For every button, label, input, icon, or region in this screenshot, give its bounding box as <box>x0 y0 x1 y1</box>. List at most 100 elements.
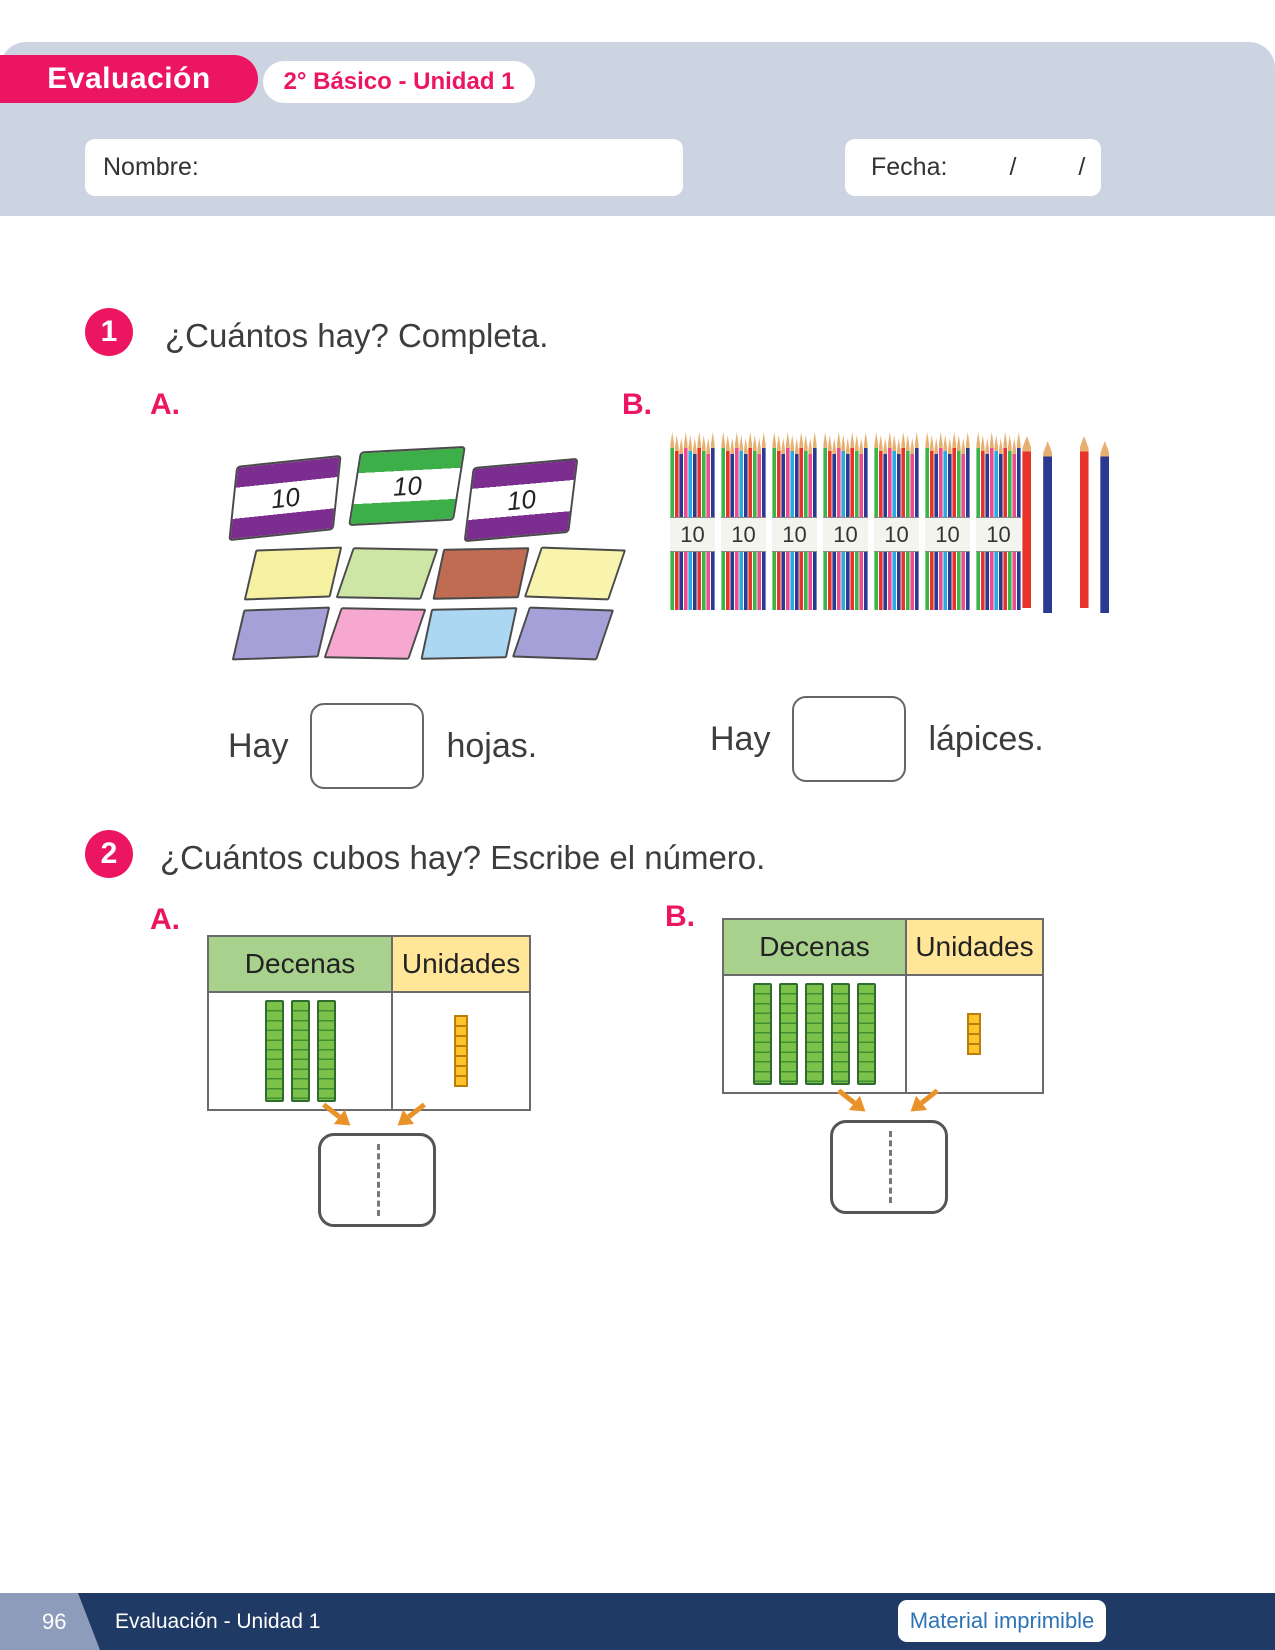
q2-part-b-label: B. <box>665 900 695 933</box>
question-1-number: 1 <box>85 308 133 356</box>
paper-sheet <box>323 607 427 660</box>
pack-count-label: 10 <box>391 469 423 502</box>
paper-sheet <box>432 547 530 600</box>
loose-pencils <box>1022 436 1110 613</box>
paper-sheet <box>243 546 343 601</box>
tens-rod <box>804 983 824 1085</box>
page-number-chip: 96 <box>0 1593 100 1650</box>
pencil-bundle: 10 <box>823 432 868 610</box>
footer: 96 Evaluación - Unidad 1 Material imprim… <box>0 1593 1275 1650</box>
arrow-down-right-icon <box>837 1088 866 1112</box>
q1a-answer-suffix: hojas. <box>446 726 538 765</box>
pencil-bundle: 10 <box>721 432 766 610</box>
pencil-bundle: 10 <box>976 432 1021 610</box>
bundle-count-label: 10 <box>721 517 766 553</box>
paper-pack: 10 <box>348 445 466 527</box>
date-label: Fecha: <box>871 153 948 181</box>
bundle-count-label: 10 <box>925 517 970 553</box>
q1a-answer-line: Hay hojas. <box>228 703 537 789</box>
q1b-answer-suffix: lápices. <box>928 719 1044 758</box>
name-label: Nombre: <box>103 153 199 181</box>
q1a-answer-prefix: Hay <box>228 726 289 765</box>
tens-rod <box>752 983 772 1085</box>
paper-pack: 10 <box>228 454 342 542</box>
question-2-digit: 2 <box>100 837 118 870</box>
place-value-table-b: Decenas Unidades <box>722 918 1044 1094</box>
pencil <box>1022 436 1032 608</box>
tens-rod <box>778 983 798 1085</box>
paper-sheet <box>420 607 518 660</box>
q1a-answer-box[interactable] <box>310 703 425 789</box>
arrow-down-right-icon <box>322 1102 351 1126</box>
tens-rod <box>830 983 850 1085</box>
tens-rod <box>264 1000 284 1102</box>
arrow-down-left-icon <box>910 1088 939 1112</box>
pv-b-tens <box>724 976 907 1092</box>
grade-unit-label: 2° Básico - Unidad 1 <box>283 68 515 95</box>
pencil-bundle: 10 <box>925 432 970 610</box>
tens-rod <box>316 1000 336 1102</box>
material-pill: Material imprimible <box>898 1600 1106 1642</box>
bundle-count-label: 10 <box>670 517 715 553</box>
question-2-prompt: ¿Cuántos cubos hay? Escribe el número. <box>160 839 766 876</box>
date-separator: / <box>1078 153 1086 181</box>
bundle-count-label: 10 <box>823 517 868 553</box>
q1b-answer-box[interactable] <box>792 696 907 782</box>
q2b-answer-box[interactable] <box>830 1120 948 1214</box>
pv-a-units-header: Unidades <box>393 937 529 991</box>
pv-a-body <box>209 993 529 1109</box>
pv-b-units-header: Unidades <box>906 920 1042 974</box>
paper-sheet <box>523 546 627 601</box>
bundle-count-label: 10 <box>976 517 1021 553</box>
q1b-answer-line: Hay lápices. <box>710 696 1044 782</box>
unit-cube-column <box>454 1015 469 1087</box>
q2a-answer-box[interactable] <box>318 1133 436 1227</box>
pencil <box>1100 441 1110 613</box>
pv-b-units <box>907 976 1042 1092</box>
unit-cube <box>454 1075 469 1087</box>
q1-part-a-label: A. <box>150 388 180 421</box>
unit-cube-column <box>967 1013 982 1055</box>
evaluation-banner: Evaluación <box>0 55 258 103</box>
name-field[interactable]: Nombre: <box>85 139 683 196</box>
pack-count-label: 10 <box>505 483 537 516</box>
bundle-count-label: 10 <box>874 517 919 553</box>
pencil-bundle: 10 <box>772 432 817 610</box>
paper-sheet <box>231 606 331 661</box>
q2-part-a-label: A. <box>150 903 180 936</box>
q1-part-b-label: B. <box>622 388 652 421</box>
q1b-answer-prefix: Hay <box>710 719 771 758</box>
date-field[interactable]: Fecha: / / <box>845 139 1101 196</box>
grade-unit-pill: 2° Básico - Unidad 1 <box>263 61 535 103</box>
tens-rod <box>856 983 876 1085</box>
bundle-count-label: 10 <box>772 517 817 553</box>
paper-sheet <box>511 606 615 661</box>
date-separator: / <box>1009 153 1017 181</box>
pv-b-body <box>724 976 1042 1092</box>
paper-sheet <box>335 547 439 600</box>
unit-cube <box>967 1043 982 1055</box>
material-label: Material imprimible <box>909 1608 1095 1633</box>
arrow-down-left-icon <box>397 1102 426 1126</box>
pv-a-header: Decenas Unidades <box>209 937 529 993</box>
pv-b-header: Decenas Unidades <box>724 920 1042 976</box>
question-1-prompt: ¿Cuántos hay? Completa. <box>165 317 549 354</box>
sheets-row2 <box>231 606 615 661</box>
pencil <box>1043 441 1053 613</box>
pv-a-tens-header: Decenas <box>209 937 394 991</box>
sheets-row1 <box>243 546 627 601</box>
pv-a-units <box>393 993 529 1109</box>
footer-section-label: Evaluación - Unidad 1 <box>115 1609 321 1633</box>
pencil-bundle: 10 <box>670 432 715 610</box>
pack-count-label: 10 <box>268 481 301 514</box>
banner-title: Evaluación <box>47 62 211 95</box>
pencil-bundle: 10 <box>874 432 919 610</box>
place-value-table-a: Decenas Unidades <box>207 935 531 1111</box>
pencil <box>1079 436 1089 608</box>
tens-rod <box>290 1000 310 1102</box>
pv-a-tens <box>209 993 394 1109</box>
pv-b-tens-header: Decenas <box>724 920 907 974</box>
paper-pack: 10 <box>463 457 579 543</box>
